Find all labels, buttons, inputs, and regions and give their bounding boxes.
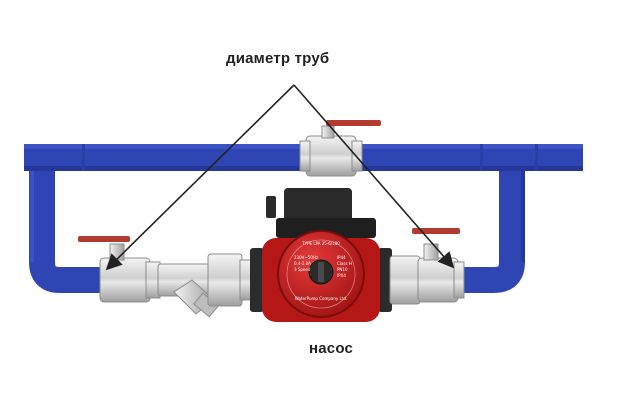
pump-model-text: TYPE LPA 25-6/180 [301,241,340,246]
pump-spec-line: IP44 [337,255,346,260]
pump-spec-line: Class H [337,261,352,266]
pump-spec-line: PN10 [337,267,348,272]
pump-label: насос [309,340,354,357]
right-bypass-pipe [448,171,525,293]
circulation-pump-icon: TYPE LPA 25-6/180 230V~50Hz 0.4-1.0A 3 S… [262,188,380,322]
arrow-icon [293,84,455,269]
y-strainer-icon [157,263,219,318]
pump-spec-line: IPX4 [337,273,346,278]
pump-flange-right [378,248,392,312]
left-fittings [78,236,264,318]
right-fittings [378,228,465,312]
arrow-icon [105,84,295,271]
left-bypass-pipe [29,171,110,293]
pump-spec-line: 3 Speed [294,267,311,272]
pump-brand-text: WaterPump Company Ltd. [295,296,347,301]
pump-flange-left [250,248,264,312]
union-nut [207,253,243,307]
pipe-diameter-label: диаметр труб [226,50,330,67]
diameter-arrows [105,84,455,271]
ball-valve-icon [412,228,465,303]
pump-spec-line: 0.4-1.0A [294,261,311,266]
pump-spec-line: 230V~50Hz [294,255,318,260]
